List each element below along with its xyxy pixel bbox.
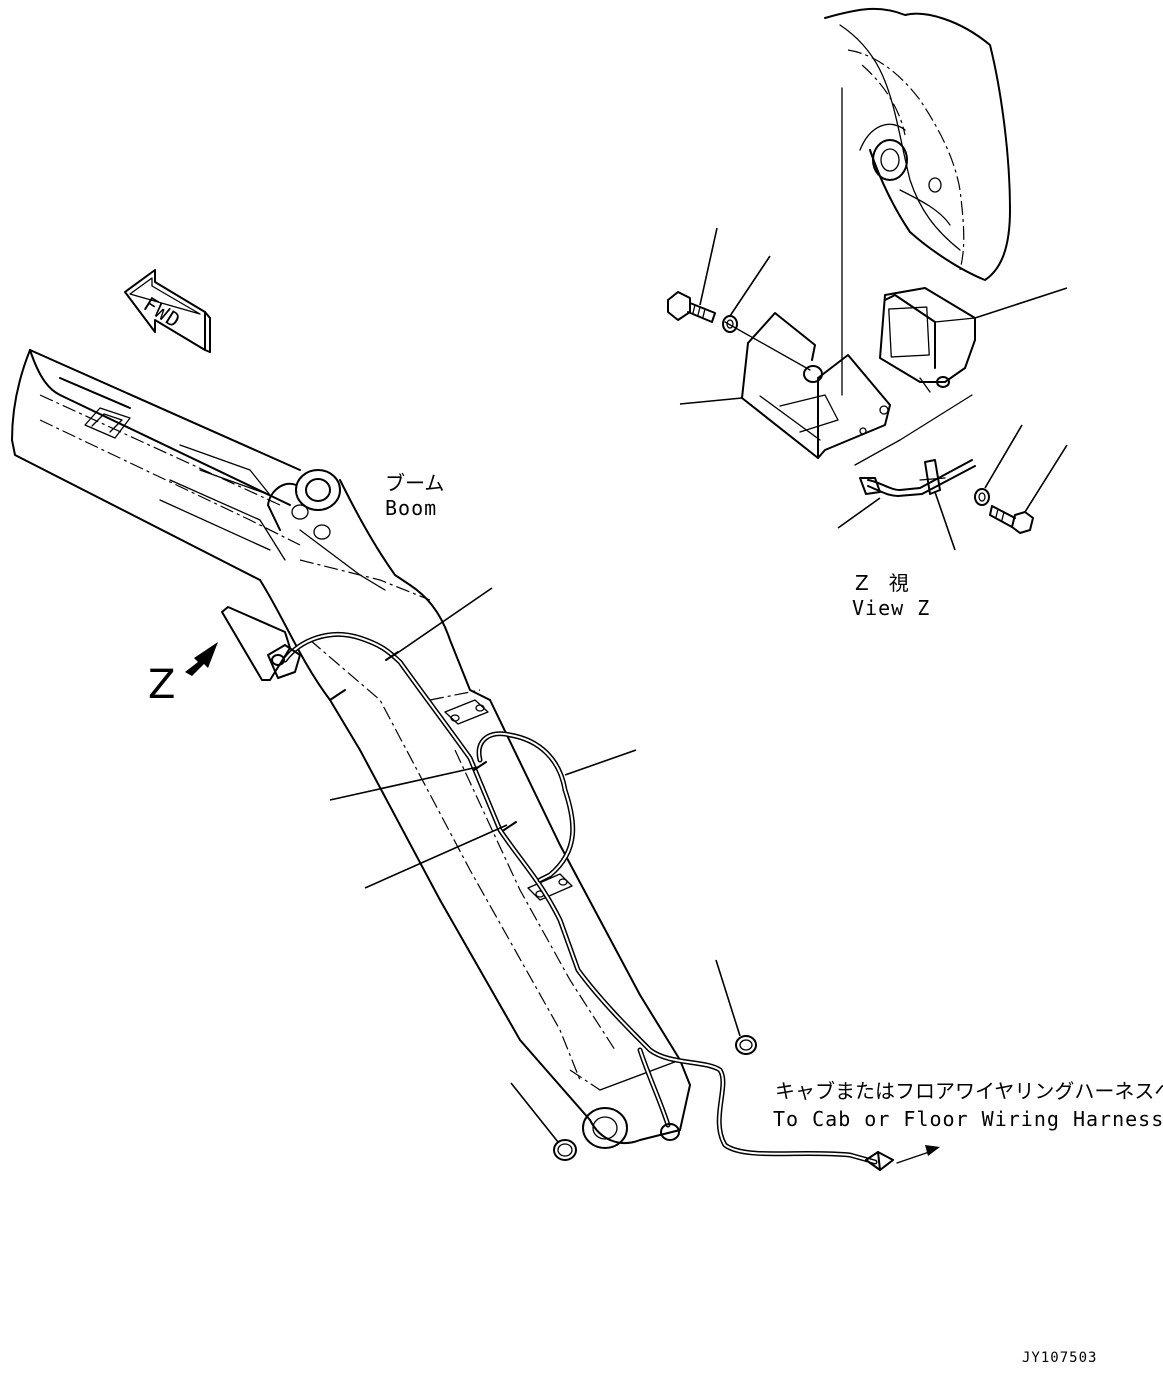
- view-z-label-jp: Z 視: [855, 571, 909, 595]
- boom-label-en: Boom: [385, 496, 437, 520]
- washer: [722, 315, 738, 333]
- boom-label-jp: ブーム: [385, 471, 444, 495]
- bolt: [667, 291, 716, 323]
- fwd-arrow-icon: FWD: [124, 269, 211, 353]
- ring-part: [553, 1139, 577, 1161]
- ring-part: [735, 1035, 757, 1055]
- harness-connector: [865, 1151, 894, 1171]
- z-marker-label: Z: [148, 662, 175, 708]
- washer: [974, 488, 990, 506]
- boom-lamp-bracket: [221, 606, 301, 681]
- boom-structure: [11, 349, 691, 1149]
- leader-lines: [329, 587, 741, 1143]
- view-z-harness: [859, 459, 976, 497]
- view-z-detail: [667, 7, 1068, 551]
- harness-label-jp: キャブまたはフロアワイヤリングハーネスへ: [775, 1079, 1163, 1103]
- view-arrow-icon: [185, 642, 218, 676]
- wiring-harness: [282, 632, 940, 1171]
- drawing-id: JY107503: [1022, 1350, 1097, 1366]
- view-z-label-en: View Z: [852, 596, 930, 620]
- boom-clamp: [444, 699, 489, 725]
- harness-label-en: To Cab or Floor Wiring Harness: [773, 1107, 1163, 1131]
- work-lamp: [879, 287, 976, 393]
